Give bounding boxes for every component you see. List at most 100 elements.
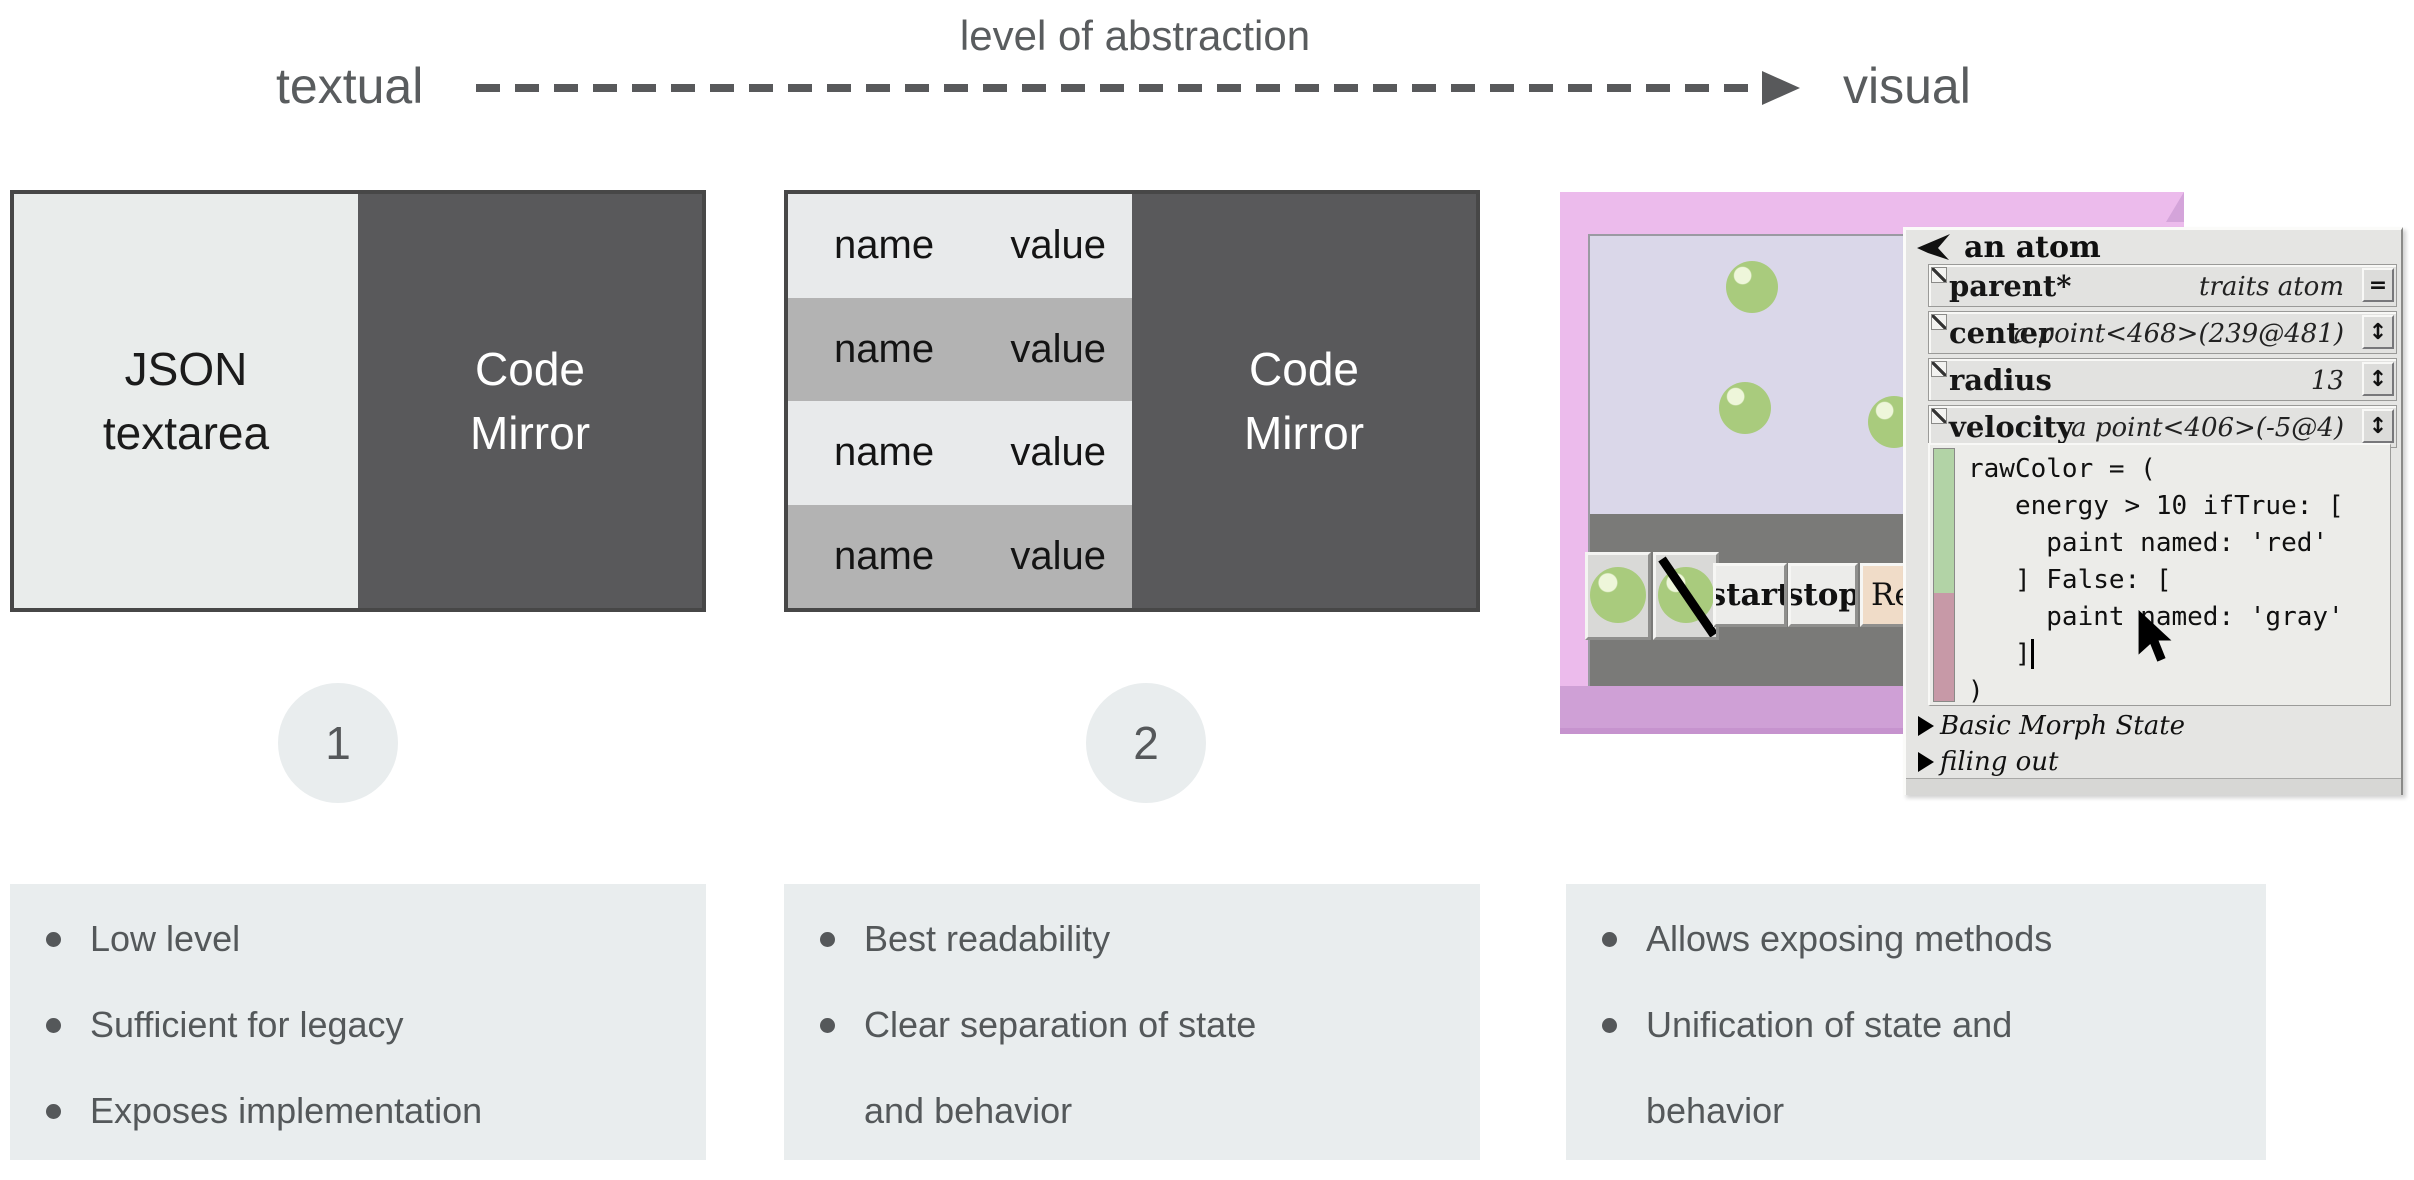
cell-value: value [1010,326,1106,371]
cell-name: name [834,430,935,475]
json-label-line1: JSON [124,343,248,395]
stepper-button[interactable]: ↕ [2362,409,2394,443]
bullet-dot-icon [1602,1018,1617,1033]
arrowhead-icon [1762,71,1800,105]
stepper-button[interactable]: ↕ [2362,315,2394,349]
equals-button[interactable]: = [2362,268,2394,302]
collapsed-section-row[interactable]: Basic Morph State [1918,708,2391,744]
mouse-cursor-icon [2138,610,2172,662]
collapsed-section-row[interactable]: filing out [1918,744,2391,780]
outliner-flag-icon [1917,234,1950,260]
slash-icon [1658,556,1716,637]
expand-triangle-icon[interactable] [1918,752,1934,772]
codemirror-region-1: Code Mirror [358,194,702,608]
json-label-line2: textarea [102,407,270,459]
step-2-badge: 2 [1086,683,1206,803]
expand-corner-icon[interactable] [1931,314,1947,330]
window-corner-fold-icon [2166,192,2184,222]
step-1-badge: 1 [278,683,398,803]
codemirror-label-line2: Mirror [469,407,591,459]
start-button[interactable]: start [1713,563,1787,627]
attribute-name: parent* [1949,269,2072,303]
bullet-dot-icon [46,932,61,947]
expand-triangle-icon[interactable] [1918,716,1934,736]
table-row: name value [788,297,1132,401]
panel-resize-strip[interactable] [1906,778,2401,795]
expand-corner-icon[interactable] [1931,267,1947,283]
bullet-item: Exposes implementation [10,1068,706,1154]
bullet-dot-icon [820,932,835,947]
axis-left-label: textual [276,58,424,114]
bullet-dot-icon [820,1018,835,1033]
cell-name: name [834,326,935,371]
bullet-item: Low level [10,896,706,982]
bullet-dot-icon [46,1018,61,1033]
table-row: name value [788,401,1132,505]
codemirror-region-2: Code Mirror [1132,194,1476,608]
code-scrollbar[interactable] [1933,448,1955,702]
approach-1-box: JSON textarea Code Mirror [10,190,706,612]
table-row: name value [788,194,1132,298]
name-value-table: name value name value name value name value [788,194,1132,608]
add-atom-button[interactable] [1585,552,1651,640]
collapsed-section-label: Basic Morph State [1940,711,2186,741]
cell-value: value [1010,533,1106,578]
attribute-name: radius [1949,363,2052,397]
attribute-name: velocity [1949,410,2074,444]
expand-corner-icon[interactable] [1931,408,1947,424]
collapsed-section-label: filing out [1940,747,2059,777]
cell-name: name [834,223,935,268]
bullet-item: Best readability [784,896,1480,982]
bullet-item: Sufficient for legacy [10,982,706,1068]
axis-title: level of abstraction [959,12,1311,59]
stop-button[interactable]: stop [1788,563,1858,627]
codemirror-label-line1: Code [1249,343,1359,395]
expand-corner-icon[interactable] [1931,361,1947,377]
method-source[interactable]: rawColor = ( energy > 10 ifTrue: [ paint… [1968,454,2344,706]
abstraction-axis-dashed-line [476,84,1762,92]
inspector-attribute-row[interactable]: radius 13 ↕ [1928,358,2397,401]
codemirror-label-line1: Code [475,343,585,395]
cell-value: value [1010,223,1106,268]
stepper-button[interactable]: ↕ [2362,362,2394,396]
inspector-title: an atom [1964,229,2101,265]
attribute-name: center [1949,316,2054,350]
atom-icon [1590,567,1646,623]
collapsed-sections: Basic Morph State filing out [1918,708,2391,780]
inspector-attribute-row[interactable]: parent* traits atom = [1928,264,2397,307]
approach-2-box: name value name value name value name value Cod… [784,190,1480,612]
table-row: name value [788,504,1132,608]
method-code-editor[interactable]: rawColor = ( energy > 10 ifTrue: [ paint… [1928,443,2391,706]
scrollbar-thumb [1934,449,1954,595]
attribute-value: a point<406>(-5@4) [2071,413,2344,443]
axis-right-label: visual [1843,58,1971,114]
remove-atom-button[interactable] [1653,552,1719,640]
scrollbar-track [1934,592,1954,701]
codemirror-label-line2: Mirror [1243,407,1365,459]
attribute-value: traits atom [2198,272,2344,302]
cell-name: name [834,533,935,578]
json-textarea-region: JSON textarea [14,194,358,608]
atom-ball[interactable] [1726,261,1778,313]
attribute-value: 13 [2310,366,2344,396]
text-caret [2031,639,2034,669]
attribute-value: a point<468>(239@481) [2013,319,2344,349]
cell-value: value [1010,430,1106,475]
inspector-titlebar[interactable]: an atom [1916,229,2101,265]
atom-ball[interactable] [1719,382,1771,434]
bullet-dot-icon [46,1104,61,1119]
bullet-dot-icon [1602,932,1617,947]
